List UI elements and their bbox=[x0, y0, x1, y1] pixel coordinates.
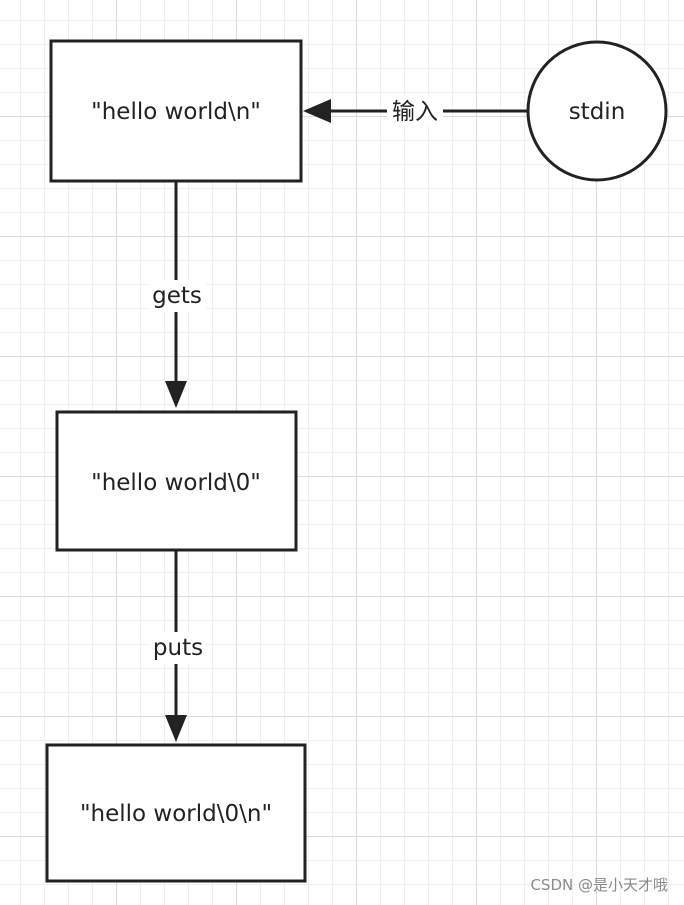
edge-gets-label: gets bbox=[152, 283, 202, 309]
edge-gets-label-bg bbox=[148, 280, 206, 312]
node-buffer-puts-label: "hello world\0\n" bbox=[80, 801, 272, 827]
node-buffer-input-box bbox=[49, 39, 303, 183]
node-buffer-puts-box bbox=[45, 743, 307, 883]
edge-gets-arrowhead bbox=[165, 381, 187, 408]
node-stdin: stdin bbox=[526, 40, 668, 182]
node-stdin-circle bbox=[526, 40, 668, 182]
node-buffer-input-label: "hello world\n" bbox=[91, 99, 261, 125]
node-buffer-gets-label: "hello world\0" bbox=[91, 470, 261, 496]
node-stdin-label: stdin bbox=[569, 99, 626, 125]
edge-input-label-bg bbox=[387, 96, 443, 126]
edge-puts-label: puts bbox=[153, 635, 203, 661]
watermark: CSDN @是小天才哦 bbox=[530, 876, 668, 894]
node-buffer-input: "hello world\n" bbox=[49, 39, 303, 183]
edge-puts-arrowhead bbox=[165, 715, 187, 742]
edge-input: 输入 bbox=[303, 96, 527, 126]
edge-gets: gets bbox=[148, 182, 206, 408]
edge-puts: puts bbox=[148, 551, 206, 742]
node-buffer-gets: "hello world\0" bbox=[55, 410, 298, 552]
node-buffer-gets-box bbox=[55, 410, 298, 552]
edge-input-arrowhead bbox=[303, 99, 331, 123]
edge-input-label: 输入 bbox=[392, 99, 438, 125]
edge-puts-label-bg bbox=[148, 632, 206, 664]
node-buffer-puts: "hello world\0\n" bbox=[45, 743, 307, 883]
